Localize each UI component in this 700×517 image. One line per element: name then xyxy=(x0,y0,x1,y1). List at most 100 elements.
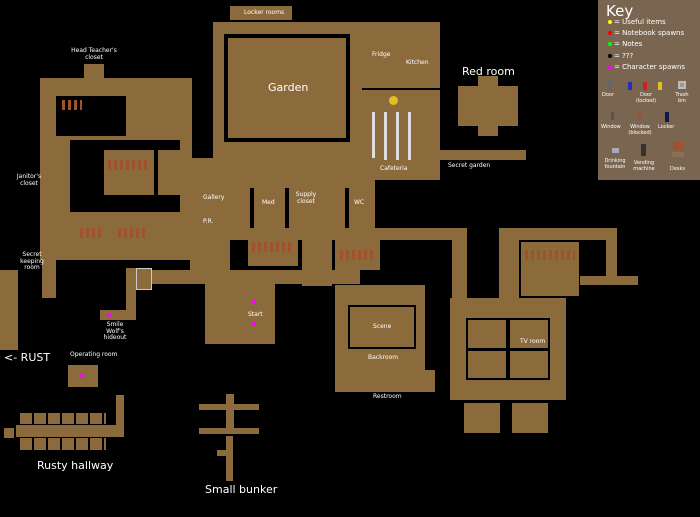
unknown-dot xyxy=(608,54,612,58)
middle-divider xyxy=(345,188,349,228)
rust-arrow-label: <- RUST xyxy=(4,351,51,364)
notebook-spawns-label: = Notebook spawns xyxy=(614,29,685,37)
connector xyxy=(150,270,360,284)
upper-right-vertical xyxy=(499,228,519,300)
garden-room[interactable] xyxy=(228,38,346,138)
scene-label: Scene xyxy=(373,323,392,330)
supply-closet-label: Supply closet xyxy=(295,191,317,205)
gallery-label: Gallery xyxy=(203,194,225,201)
door-locked-label: Door (locked) xyxy=(635,92,657,104)
classroom xyxy=(158,150,180,195)
desks xyxy=(108,160,148,170)
locker-icon xyxy=(665,112,669,122)
bunker-bar xyxy=(199,428,259,434)
bunker-vertical xyxy=(226,436,233,481)
notes-dot xyxy=(608,42,612,46)
window-blocked-icon xyxy=(638,112,641,120)
useful-items-label: = Useful items xyxy=(614,18,666,26)
desks xyxy=(118,228,148,238)
small-bunker-label: Small bunker xyxy=(205,483,278,496)
desks-icon xyxy=(673,142,683,150)
secret-keeping-room xyxy=(42,242,56,298)
cafeteria-table xyxy=(408,112,411,160)
restroom-corridor xyxy=(335,370,435,392)
backroom-label: Backroom xyxy=(368,354,399,361)
rusty-hallway-label: Rusty hallway xyxy=(37,459,114,472)
scene-room xyxy=(350,307,414,347)
vending-machine-label: Vending machine xyxy=(633,160,655,172)
tv-room-label: TV room xyxy=(520,338,546,345)
notebook-spawns-dot xyxy=(608,31,612,35)
kitchen-block xyxy=(362,22,440,180)
med-label: Med xyxy=(262,199,275,206)
rusty-hallway-end xyxy=(116,395,124,437)
head-teachers-closet-room xyxy=(84,64,104,80)
trash-bin-label: Trash bin xyxy=(675,92,689,104)
janitors-closet-label: Janitor's closet xyxy=(16,173,42,187)
locked-door-blue-icon xyxy=(628,82,632,90)
restroom-label: Restroom xyxy=(373,393,402,400)
rusty-entry xyxy=(4,428,14,438)
start-area xyxy=(205,282,275,344)
character-spawn-marker xyxy=(80,374,84,378)
desks-label: Desks xyxy=(670,166,686,172)
lower-corridor xyxy=(190,240,230,270)
hideout-vertical xyxy=(126,268,136,320)
bunker-side xyxy=(217,450,227,456)
bunker-vertical xyxy=(226,394,234,434)
useful-item-marker xyxy=(389,96,398,105)
pr-label: P.R. xyxy=(203,218,214,225)
classroom xyxy=(468,320,506,348)
desks xyxy=(62,100,82,110)
cafeteria-table xyxy=(396,112,399,160)
middle-block xyxy=(190,158,375,228)
locked-door-yellow-icon xyxy=(658,82,662,90)
head-teachers-closet-label: Head Teacher's closet xyxy=(71,47,117,61)
smile-wolfs-hideout-label: Smile Wolf's hideout xyxy=(103,321,127,342)
far-right-corridor xyxy=(580,276,638,285)
trash-bin-icon xyxy=(678,81,686,89)
classroom xyxy=(104,150,154,195)
cafeteria-label: Cafeteria xyxy=(380,165,408,172)
desks xyxy=(525,250,575,260)
character-spawn-marker xyxy=(252,322,256,326)
far-right-vertical xyxy=(606,228,617,284)
upper-right-corridor xyxy=(499,228,617,240)
tv-room xyxy=(510,320,548,348)
rusty-room-row xyxy=(20,413,106,424)
door-label: Door xyxy=(602,92,615,98)
cafeteria-table xyxy=(384,112,387,160)
classroom xyxy=(512,403,548,433)
window-blocked-label: Window (blocked) xyxy=(628,124,652,136)
right-vertical xyxy=(452,228,467,303)
key-title: Key xyxy=(606,2,634,20)
bunker-bar xyxy=(199,404,259,410)
operating-room-label: Operating room xyxy=(70,351,118,358)
notes-label: = Notes xyxy=(614,40,643,48)
locker-label: Locker xyxy=(658,124,675,130)
classroom xyxy=(464,403,500,433)
locker-rooms-room xyxy=(230,6,292,20)
locked-door-red-icon xyxy=(643,82,647,90)
character-spawns-dot xyxy=(608,65,612,69)
desks xyxy=(252,242,292,252)
cafeteria-wall xyxy=(362,88,440,90)
wc-label: WC xyxy=(354,199,365,206)
secret-keeping-room-label: Secret keeping room xyxy=(20,251,44,272)
drinking-fountain-label: Drinking fountain xyxy=(604,158,626,170)
unknown-label: = ??? xyxy=(614,52,634,60)
character-spawn-marker xyxy=(252,300,256,304)
red-room-ext xyxy=(478,76,498,136)
smile-wolfs-hideout xyxy=(100,310,136,320)
rust-passage xyxy=(0,270,18,350)
kitchen-label: Kitchen xyxy=(406,59,429,66)
character-spawns-label: = Character spawns xyxy=(614,63,686,71)
trapdoor-room[interactable] xyxy=(136,268,152,290)
rusty-room-row xyxy=(20,438,106,450)
window-icon xyxy=(611,112,614,120)
garden-label: Garden xyxy=(268,81,309,94)
secret-garden-corridor xyxy=(440,150,526,160)
secret-garden-label: Secret garden xyxy=(448,162,491,169)
middle-divider xyxy=(250,188,254,228)
fridge-label: Fridge xyxy=(372,51,391,58)
